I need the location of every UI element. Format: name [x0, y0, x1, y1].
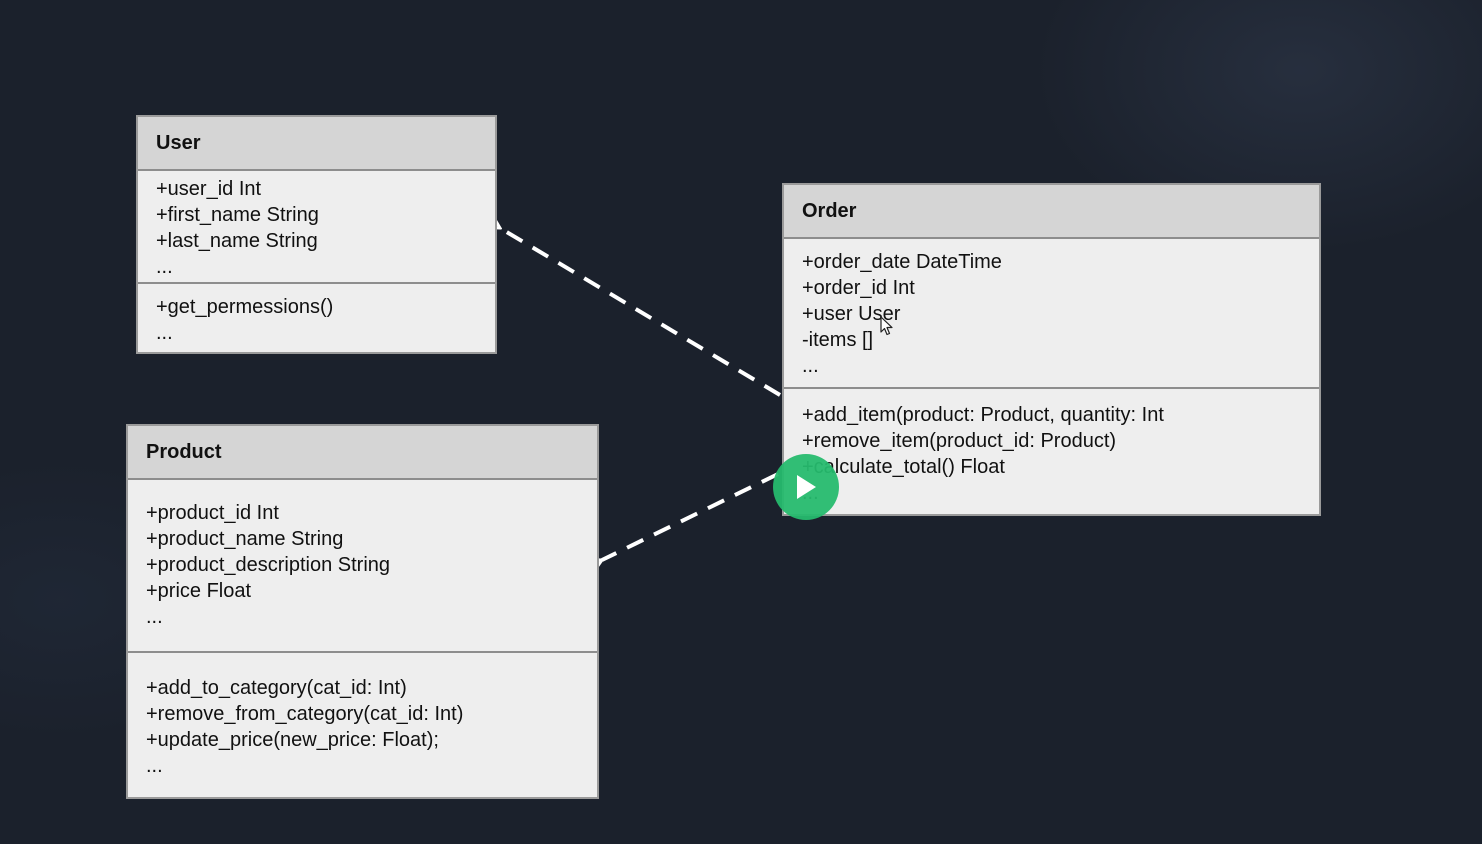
class-order-method: +calculate_total() Float: [802, 456, 1005, 478]
class-product-method: +update_price(new_price: Float);: [146, 729, 439, 751]
play-button[interactable]: [773, 454, 839, 520]
class-order-attribute: +order_date DateTime: [802, 251, 1002, 273]
class-user-attribute: ...: [156, 256, 173, 278]
class-product-methods: +add_to_category(cat_id: Int) +remove_fr…: [128, 651, 597, 779]
class-product-method: +add_to_category(cat_id: Int): [146, 677, 407, 699]
class-order-method: +remove_item(product_id: Product): [802, 430, 1117, 452]
class-product-attribute: +product_description String: [146, 554, 391, 576]
class-user-name: User: [138, 117, 495, 171]
play-icon: [797, 475, 816, 499]
edge-order-to-product: [602, 472, 779, 560]
class-product-attribute: +product_id Int: [146, 502, 279, 524]
class-user-attribute: +last_name String: [156, 230, 318, 252]
class-product-attribute: +price Float: [146, 580, 252, 602]
class-product-attribute: +product_name String: [146, 528, 344, 550]
class-product[interactable]: Product +product_id Int +product_name St…: [126, 424, 599, 799]
class-product-attribute: ...: [146, 606, 163, 628]
class-user-attributes: +user_id Int +first_name String +last_na…: [138, 171, 495, 282]
class-order-method: +add_item(product: Product, quantity: In…: [802, 404, 1164, 426]
class-product-attributes: +product_id Int +product_name String +pr…: [128, 480, 597, 651]
class-user[interactable]: User +user_id Int +first_name String +la…: [136, 115, 497, 354]
class-user-attribute: +user_id Int: [156, 178, 262, 200]
edge-order-to-user: [500, 228, 782, 397]
class-product-method: +remove_from_category(cat_id: Int): [146, 703, 464, 725]
class-order[interactable]: Order +order_date DateTime +order_id Int…: [782, 183, 1321, 516]
class-order-attribute: +user User: [802, 303, 901, 325]
mouse-cursor-icon: [880, 316, 893, 336]
class-product-name: Product: [128, 426, 597, 480]
class-user-attribute: +first_name String: [156, 204, 319, 226]
class-user-method: ...: [156, 322, 173, 344]
class-order-attribute: ...: [802, 355, 819, 377]
class-order-methods: +add_item(product: Product, quantity: In…: [784, 387, 1319, 506]
class-order-method: ...: [802, 480, 1301, 506]
class-product-method: ...: [146, 755, 163, 777]
class-order-attribute: -items []: [802, 329, 874, 351]
class-user-methods: +get_permessions() ...: [138, 282, 495, 346]
class-order-name: Order: [784, 185, 1319, 239]
class-order-attribute: +order_id Int: [802, 277, 915, 299]
class-user-method: +get_permessions(): [156, 296, 334, 318]
class-order-attributes: +order_date DateTime +order_id Int +user…: [784, 239, 1319, 387]
